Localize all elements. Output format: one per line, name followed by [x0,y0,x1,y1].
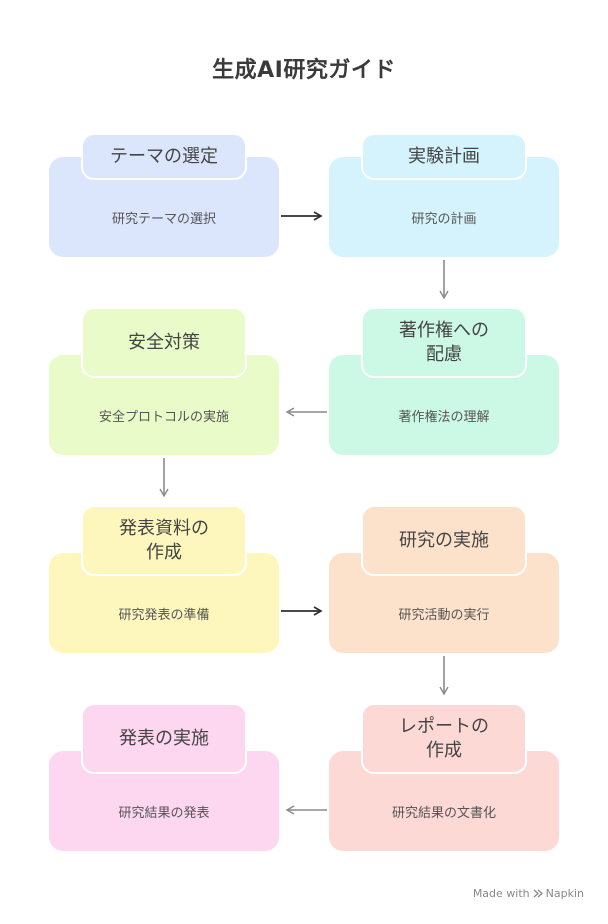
step-title-experiment-plan: 実験計画 [361,133,527,180]
step-desc-copyright: 著作権法の理解 [398,410,490,425]
step-desc-theme-selection: 研究テーマの選択 [111,212,216,227]
step-title-copyright: 著作権への配慮 [361,307,527,378]
step-desc-safety: 安全プロトコルの実施 [98,410,229,425]
napkin-brand-label: Napkin [545,887,584,900]
step-desc-presentation: 研究結果の発表 [118,806,210,821]
diagram-title: 生成AI研究ガイド [212,58,396,83]
step-desc-experiment-plan: 研究の計画 [411,212,477,227]
step-desc-conduct: 研究活動の実行 [398,608,490,623]
step-title-report: レポートの作成 [361,703,527,774]
step-title-conduct: 研究の実施 [361,505,527,576]
step-title-presentation: 発表の実施 [81,703,247,774]
napkin-watermark[interactable]: Made with Napkin [473,887,584,900]
made-with-label: Made with [472,887,530,900]
napkin-logo-icon [533,889,543,898]
step-title-theme-selection: テーマの選定 [81,133,247,180]
step-title-safety: 安全対策 [81,307,247,378]
step-desc-materials: 研究発表の準備 [118,608,210,623]
step-desc-report: 研究結果の文書化 [391,806,496,821]
step-title-materials: 発表資料の作成 [81,505,247,576]
